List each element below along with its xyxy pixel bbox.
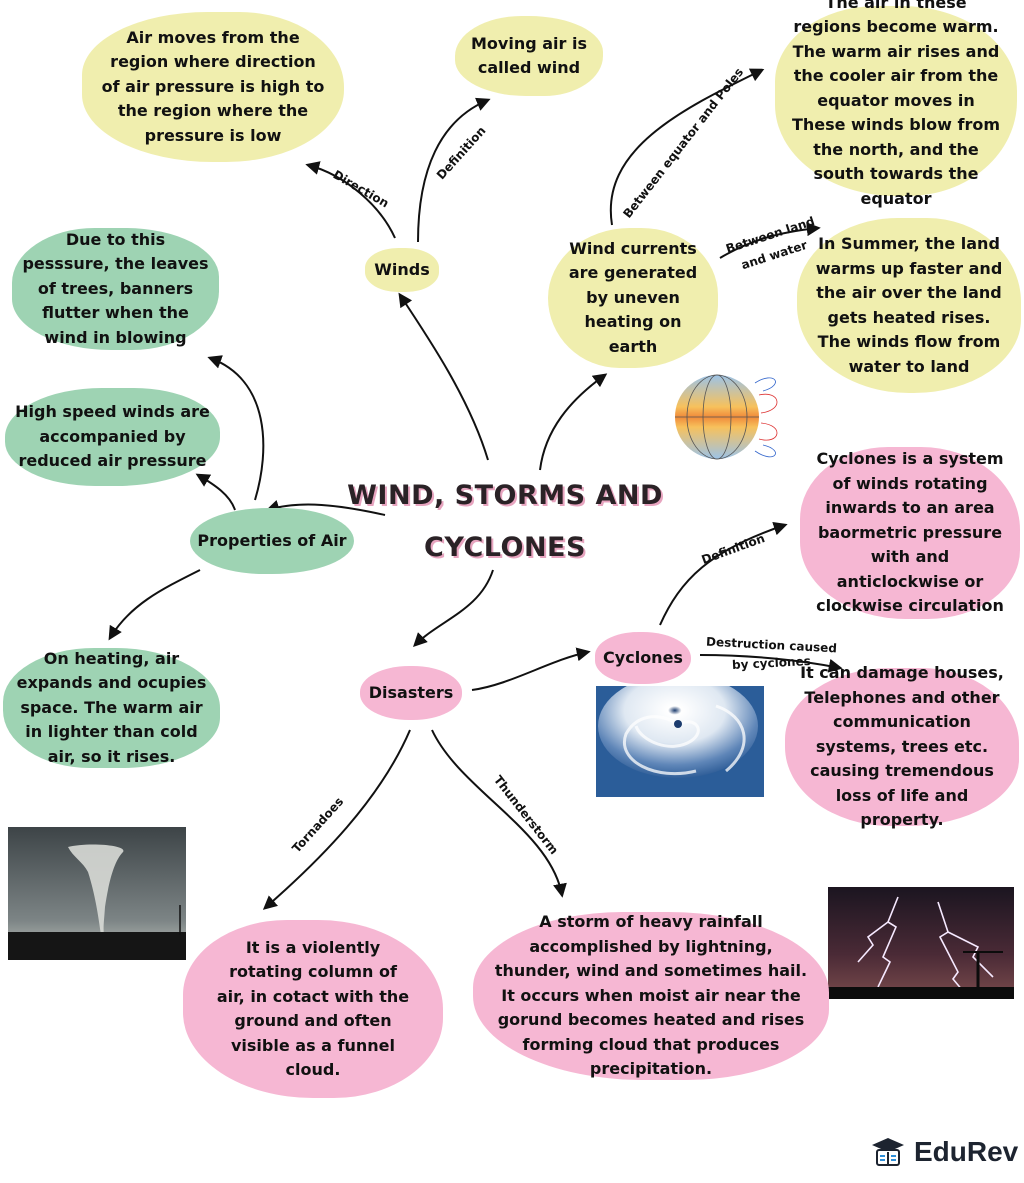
winds-node: Winds	[365, 248, 439, 292]
leaves-node: Due to this pesssure, the leaves of tree…	[12, 228, 219, 350]
thunderstorm-text: A storm of heavy rainfall accomplished b…	[494, 912, 808, 1079]
land-water-text: In Summer, the land warms up faster and …	[815, 234, 1003, 376]
edurev-logo: EduRev	[870, 1135, 1018, 1169]
thunderstorm-node: A storm of heavy rainfall accomplished b…	[473, 912, 829, 1080]
arrow-center-to-disasters	[413, 569, 494, 647]
high-speed-node: High speed winds are accompanied by redu…	[5, 388, 220, 486]
wind-definition-node: Moving air is called wind	[455, 16, 603, 96]
properties-node: Properties of Air	[190, 508, 354, 574]
arrow-center-to-properties	[265, 499, 386, 516]
heating-text: On heating, air expands and ocupies spac…	[16, 648, 207, 766]
properties-text: Properties of Air	[197, 530, 347, 550]
arrow-currents-to-land	[719, 222, 821, 259]
arrow-winds-to-definition	[417, 97, 491, 243]
winds-text: Winds	[374, 259, 430, 279]
wind-pressure-text: Air moves from the region where directio…	[101, 27, 325, 145]
logo-text: EduRev	[914, 1136, 1019, 1167]
arrow-disasters-to-cyclones	[471, 647, 591, 691]
disasters-node: Disasters	[360, 666, 462, 720]
arrow-properties-to-heating	[108, 569, 201, 641]
heating-node: On heating, air expands and ocupies spac…	[3, 648, 220, 768]
arrow-winds-to-pressure	[305, 161, 396, 239]
equator-poles-node: The air in these regions become warm. Th…	[775, 0, 1017, 208]
arrow-properties-to-leaves	[207, 355, 265, 501]
equator-poles-text: The air in these regions become warm. Th…	[791, 0, 1001, 208]
wind-pressure-node: Air moves from the region where directio…	[82, 12, 344, 162]
cyclone-definition-text: Cyclones is a system of winds rotating i…	[816, 449, 1004, 616]
arrow-disasters-to-thunderstorm	[431, 729, 567, 898]
tornado-node: It is a violently rotating column of air…	[183, 920, 443, 1098]
arrow-cyclones-to-definition	[659, 521, 788, 626]
cyclone-damage-text: It can damage houses, Telephones and oth…	[800, 663, 1004, 830]
arrow-center-to-wind-currents	[539, 373, 608, 471]
graduation-cap-icon	[872, 1138, 904, 1166]
disasters-text: Disasters	[368, 682, 454, 702]
cyclones-node: Cyclones	[595, 632, 691, 684]
lightning-image	[828, 887, 1014, 999]
page-title: WIND, STORMS AND CYCLONES	[347, 480, 663, 563]
wind-currents-node: Wind currents are generated by uneven he…	[548, 228, 718, 368]
tornado-image	[8, 827, 186, 960]
cyclone-damage-node: It can damage houses, Telephones and oth…	[785, 663, 1019, 829]
globe-circulation-image	[675, 374, 778, 460]
cyclones-text: Cyclones	[603, 647, 683, 667]
leaves-text: Due to this pesssure, the leaves of tree…	[22, 229, 209, 347]
arrow-center-to-winds	[398, 292, 489, 461]
arrow-currents-to-equator	[609, 68, 765, 226]
wind-definition-text: Moving air is called wind	[471, 33, 587, 78]
wind-currents-text: Wind currents are generated by uneven he…	[568, 238, 698, 356]
tornado-text: It is a violently rotating column of air…	[216, 937, 410, 1080]
arrow-disasters-to-tornado	[262, 729, 411, 910]
cyclone-definition-node: Cyclones is a system of winds rotating i…	[800, 447, 1020, 619]
arrow-properties-to-highspeed	[195, 473, 236, 511]
cyclone-satellite-image	[596, 686, 764, 797]
high-speed-text: High speed winds are accompanied by redu…	[15, 402, 210, 471]
land-water-node: In Summer, the land warms up faster and …	[797, 218, 1021, 393]
arrow-cyclones-to-damage	[699, 654, 843, 673]
